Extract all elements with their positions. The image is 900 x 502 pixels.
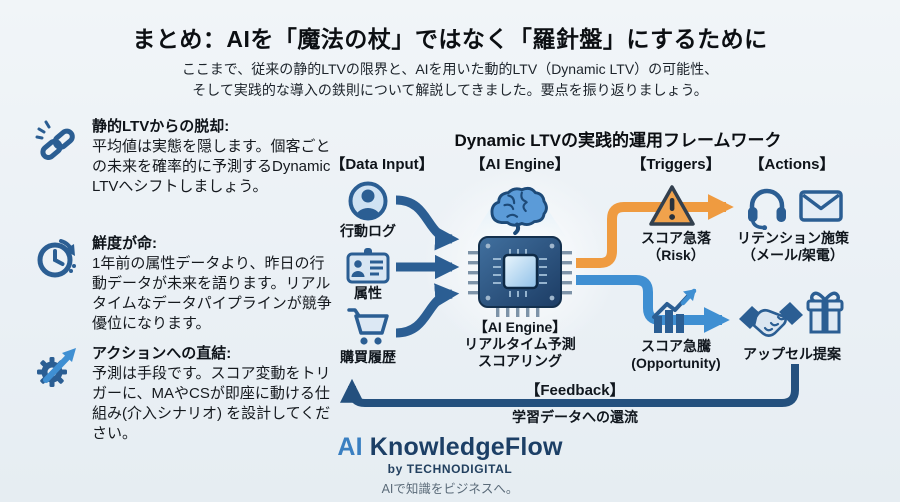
action-upsell-label: アップセル提案 (743, 346, 841, 363)
page-title: まとめ：AIを「魔法の杖」ではなく「羅針盤」にするために (132, 26, 768, 52)
ai-chip-icon (468, 231, 572, 322)
feedback-caption: 学習データへの還流 (512, 409, 638, 425)
mail-icon (799, 190, 843, 227)
broken-chain-icon (34, 117, 81, 164)
id-card-icon (346, 247, 390, 290)
key-point-heading: 静的LTVからの脱却: (92, 118, 230, 135)
key-point-body: 平均値は実態を隠します。個客ごとの未来を確率的に予測するDynamic LTVへ… (92, 138, 331, 195)
column-header-actions: 【Actions】 (749, 156, 835, 173)
data-input-label: 購買履歴 (340, 349, 396, 365)
key-point-body: 予測は手段です。スコア変動をトリガーに、MAやCSが即座に動ける仕組み(介入シナ… (92, 365, 331, 442)
key-point-action: アクションへの直結: 予測は手段です。スコア変動をトリガーに、MAやCSが即座に… (34, 344, 334, 444)
action-upsell-line1: アップセル提案 (743, 346, 841, 362)
brand-prefix: AI (337, 433, 363, 461)
key-point-text: 静的LTVからの脱却: 平均値は実態を隠します。個客ごとの未来を確率的に予測する… (92, 117, 338, 197)
trigger-risk-label: スコア急落 （Risk） (641, 230, 711, 264)
key-point-text: 鮮度が命: 1年前の属性データより、昨日の行動データが未来を語ります。リアルタイ… (92, 234, 338, 334)
ai-engine-label: 【AI Engine】 リアルタイム予測 スコアリング (464, 319, 576, 370)
handshake-icon (738, 294, 804, 343)
key-point-text: アクションへの直結: 予測は手段です。スコア変動をトリガーに、MAやCSが即座に… (92, 344, 338, 444)
key-point-freshness: 鮮度が命: 1年前の属性データより、昨日の行動データが未来を語ります。リアルタイ… (34, 234, 334, 334)
ai-engine-label-line3: スコアリング (478, 353, 562, 369)
action-retention-line2: （メール/架電） (742, 247, 844, 263)
trigger-risk-line1: スコア急落 (641, 230, 711, 246)
trigger-opportunity-line2: (Opportunity) (631, 355, 721, 371)
trigger-opportunity-label: スコア急騰 (Opportunity) (631, 338, 720, 372)
data-input-label: 属性 (354, 285, 382, 301)
subtitle-line-2: そして実践的な導入の鉄則について解説してきました。要点を振り返りましょう。 (192, 82, 708, 98)
action-retention-line1: リテンション施策 (737, 230, 849, 246)
clock-refresh-icon (34, 234, 81, 281)
key-point-static-ltv: 静的LTVからの脱却: 平均値は実態を隠します。個客ごとの未来を確率的に予測する… (34, 117, 334, 197)
framework-title: Dynamic LTVの実践的運用フレームワーク (454, 131, 782, 150)
key-point-heading: アクションへの直結: (92, 345, 232, 362)
ai-engine-label-line1: 【AI Engine】 (473, 319, 567, 335)
subtitle-line-1: ここまで、従来の静的LTVの限界と、AIを用いた動的LTV（Dynamic LT… (181, 61, 719, 77)
warning-icon (648, 183, 696, 233)
action-retention-label: リテンション施策 （メール/架電） (737, 230, 849, 264)
feedback-label: 【Feedback】 (525, 382, 625, 399)
trigger-opportunity-line1: スコア急騰 (640, 338, 711, 354)
column-header-data-input: 【Data Input】 (330, 156, 434, 173)
ai-engine-label-line2: リアルタイム予測 (464, 336, 576, 352)
user-icon (348, 181, 388, 226)
brand-tagline: AIで知識をビジネスへ。 (381, 482, 519, 496)
data-input-label: 行動ログ (340, 223, 396, 239)
brand-name: KnowledgeFlow (369, 433, 563, 461)
key-point-heading: 鮮度が命: (92, 235, 157, 252)
growth-chart-icon (650, 287, 698, 340)
trigger-risk-line2: （Risk） (647, 247, 705, 263)
cart-icon (347, 306, 389, 353)
gift-icon (805, 287, 845, 342)
brand-byline: by TECHNODIGITAL (387, 462, 513, 476)
headset-icon (745, 185, 789, 235)
key-point-body: 1年前の属性データより、昨日の行動データが未来を語ります。リアルタイムなデータパ… (92, 255, 332, 332)
gear-arrow-icon (34, 344, 81, 391)
column-header-triggers: 【Triggers】 (631, 156, 721, 173)
